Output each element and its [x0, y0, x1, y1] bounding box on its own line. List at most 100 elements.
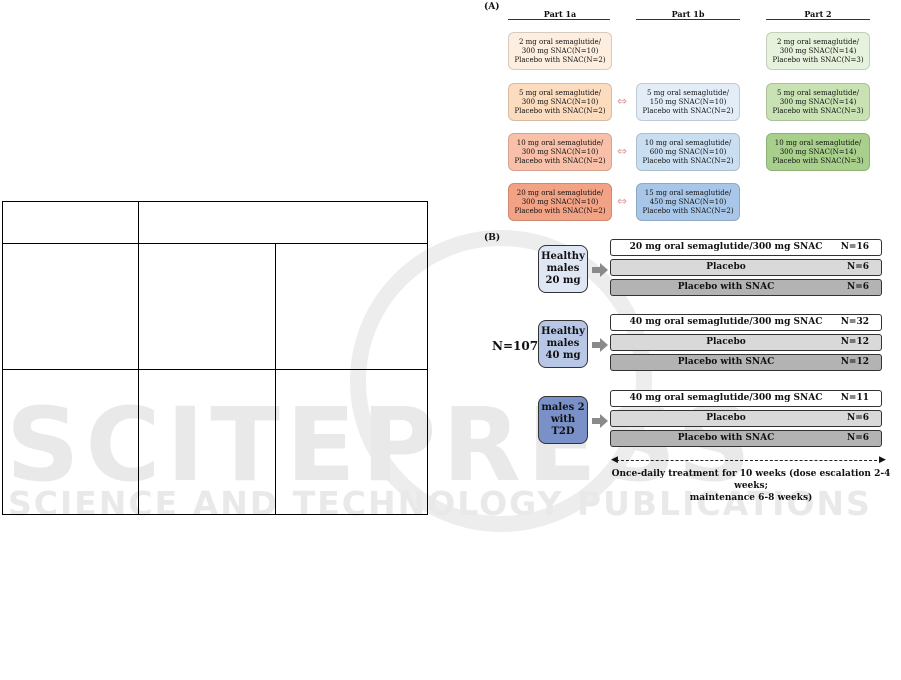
arm-label: Placebo with SNAC [677, 433, 775, 443]
box-text-line: 300 mg SNAC(N=10) [521, 197, 599, 206]
span-arrow-part-1b [636, 19, 740, 20]
duration-arrow [616, 460, 882, 461]
box-text-line: Placebo with SNAC(N=2) [642, 206, 734, 215]
box-text-line: 600 mg SNAC(N=10) [649, 147, 727, 156]
arm-n: N=16 [840, 242, 869, 252]
box-text-line: 5 mg oral semaglutide/ [776, 88, 860, 97]
box-part1b-row-2: 5 mg oral semaglutide/150 mg SNAC(N=10)P… [636, 83, 740, 121]
box-text-line: Placebo with SNAC(N=3) [772, 55, 864, 64]
box-text-line: 20 mg oral semaglutide/ [516, 188, 604, 197]
box-text-line: 300 mg SNAC(N=10) [521, 46, 599, 55]
group-name-line: Healthy [541, 326, 585, 337]
box-text-line: 10 mg oral semaglutide/ [516, 138, 604, 147]
duration-arrow-left-head: ◀ [611, 455, 618, 465]
box-text-line: Placebo with SNAC(N=2) [514, 55, 606, 64]
box-part1b-row-3: 10 mg oral semaglutide/600 mg SNAC(N=10)… [636, 133, 740, 171]
box-text-line: Placebo with SNAC(N=2) [514, 106, 606, 115]
arm-bar: Placebo N=6 [610, 410, 882, 427]
arm-n: N=11 [840, 393, 869, 403]
group-name-line: Healthy [541, 251, 585, 262]
box-text-line: 300 mg SNAC(N=10) [521, 97, 599, 106]
box-text-line: 5 mg oral semaglutide/ [646, 88, 730, 97]
group-name-line: with [550, 414, 576, 425]
box-part1a-row-4: 20 mg oral semaglutide/300 mg SNAC(N=10)… [508, 183, 612, 221]
duration-arrow-right-head: ▶ [879, 455, 886, 465]
group-name-line: males [546, 338, 580, 349]
box-text-line: Placebo with SNAC(N=2) [514, 206, 606, 215]
span-arrow-part-2 [766, 19, 870, 20]
arm-bar: Placebo with SNAC N=12 [610, 354, 882, 371]
box-text-line: Placebo with SNAC(N=3) [772, 156, 864, 165]
box-text-line: 300 mg SNAC(N=10) [521, 147, 599, 156]
footer-line-1: Once-daily treatment for 10 weeks (dose … [611, 469, 891, 491]
arm-label: 40 mg oral semaglutide/300 mg SNAC [629, 317, 823, 327]
arm-n: N=12 [840, 337, 869, 347]
box-part1b-row-4: 15 mg oral semaglutide/450 mg SNAC(N=10)… [636, 183, 740, 221]
group-name-line: males 2 [541, 402, 585, 413]
box-part1a-row-2: 5 mg oral semaglutide/300 mg SNAC(N=10)P… [508, 83, 612, 121]
box-text-line: 2 mg oral semaglutide/ [776, 37, 860, 46]
arm-label: Placebo [706, 262, 746, 272]
span-arrow-part-1a [508, 19, 610, 20]
header-part-1b: Part 1b [671, 9, 705, 19]
box-text-line: 10 mg oral semaglutide/ [644, 138, 732, 147]
group-name-line: males [546, 263, 580, 274]
box-text-line: 300 mg SNAC(N=14) [779, 147, 857, 156]
arm-label: 40 mg oral semaglutide/300 mg SNAC [629, 393, 823, 403]
arm-bar: 40 mg oral semaglutide/300 mg SNAC N=11 [610, 390, 882, 407]
box-text-line: 15 mg oral semaglutide/ [644, 188, 732, 197]
box-text-line: Placebo with SNAC(N=2) [642, 156, 734, 165]
arm-label: 20 mg oral semaglutide/300 mg SNAC [629, 242, 823, 252]
arm-label: Placebo with SNAC [677, 282, 775, 292]
gray-arrow-icon [592, 262, 608, 281]
treatment-footer: Once-daily treatment for 10 weeks (dose … [606, 468, 896, 504]
group-name-line: 40 mg [545, 350, 581, 361]
double-arrow-icon: ⇔ [617, 94, 628, 108]
box-text-line: 5 mg oral semaglutide/ [518, 88, 602, 97]
total-n: N=107 [492, 339, 539, 353]
gray-arrow-icon [592, 413, 608, 432]
group-name-line: T2D [551, 426, 575, 437]
arm-bar: 20 mg oral semaglutide/300 mg SNAC N=16 [610, 239, 882, 256]
watermark-subtitle: SCIENCE AND TECHNOLOGY PUBLICATIONS [8, 484, 872, 523]
arm-bar: Placebo with SNAC N=6 [610, 430, 882, 447]
footer-line-2: maintenance 6-8 weeks) [689, 493, 813, 503]
arm-n: N=6 [846, 282, 869, 292]
arm-n: N=32 [840, 317, 869, 327]
figure-a-label: (A) [484, 2, 500, 12]
box-part2-row-1: 2 mg oral semaglutide/300 mg SNAC(N=14)P… [766, 32, 870, 70]
box-text-line: 300 mg SNAC(N=14) [779, 46, 857, 55]
box-part2-row-2: 5 mg oral semaglutide/300 mg SNAC(N=14)P… [766, 83, 870, 121]
double-arrow-icon: ⇔ [617, 144, 628, 158]
arm-n: N=12 [840, 357, 869, 367]
group-name-line: 20 mg [545, 275, 581, 286]
gray-arrow-icon [592, 337, 608, 356]
box-text-line: 300 mg SNAC(N=14) [779, 97, 857, 106]
box-part2-row-3: 10 mg oral semaglutide/300 mg SNAC(N=14)… [766, 133, 870, 171]
arm-n: N=6 [846, 433, 869, 443]
box-text-line: 2 mg oral semaglutide/ [518, 37, 602, 46]
arm-label: Placebo with SNAC [677, 357, 775, 367]
box-text-line: Placebo with SNAC(N=2) [642, 106, 734, 115]
box-part1a-row-1: 2 mg oral semaglutide/300 mg SNAC(N=10)P… [508, 32, 612, 70]
double-arrow-icon: ⇔ [617, 194, 628, 208]
arm-label: Placebo [706, 337, 746, 347]
header-part-2: Part 2 [804, 9, 832, 19]
arm-label: Placebo [706, 413, 746, 423]
arm-bar: Placebo N=6 [610, 259, 882, 276]
arm-n: N=6 [846, 413, 869, 423]
box-text-line: 150 mg SNAC(N=10) [649, 97, 727, 106]
arm-n: N=6 [846, 262, 869, 272]
arm-bar: Placebo N=12 [610, 334, 882, 351]
box-text-line: 450 mg SNAC(N=10) [649, 197, 727, 206]
header-part-1a: Part 1a [543, 9, 577, 19]
box-text-line: Placebo with SNAC(N=3) [772, 106, 864, 115]
box-text-line: 10 mg oral semaglutide/ [774, 138, 862, 147]
box-text-line: Placebo with SNAC(N=2) [514, 156, 606, 165]
figure-b-label: (B) [484, 233, 501, 243]
box-part1a-row-3: 10 mg oral semaglutide/300 mg SNAC(N=10)… [508, 133, 612, 171]
arm-bar: Placebo with SNAC N=6 [610, 279, 882, 296]
